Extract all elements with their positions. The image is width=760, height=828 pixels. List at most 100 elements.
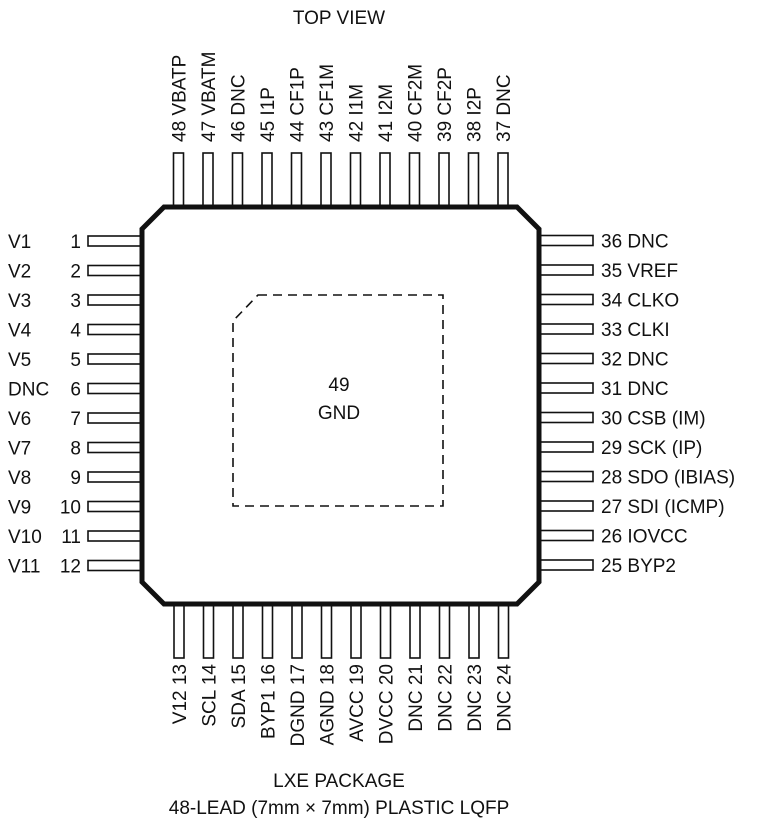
pin-39 xyxy=(438,152,450,208)
view-title: TOP VIEW xyxy=(293,8,385,29)
pin-11 xyxy=(87,530,143,542)
pin-9 xyxy=(87,471,143,483)
pin-30 xyxy=(538,411,594,424)
pin-13 xyxy=(173,603,185,659)
pin-name-12: V11 xyxy=(8,557,40,578)
pin-4 xyxy=(87,323,143,336)
pin-label-26: 26 IOVCC xyxy=(601,527,688,548)
pin-label-39: 39 CF2P xyxy=(435,67,456,142)
pin-29 xyxy=(538,441,594,453)
pin-number-4: 4 xyxy=(70,321,81,342)
pin-label-34: 34 CLKO xyxy=(601,291,679,312)
pin-47 xyxy=(202,152,214,208)
pin-label-16: BYP1 16 xyxy=(259,664,280,739)
pin-name-4: V4 xyxy=(8,321,32,342)
pin-number-2: 2 xyxy=(70,262,81,283)
pin-23 xyxy=(468,603,480,659)
pin-label-18: AGND 18 xyxy=(318,664,339,745)
pin-label-43: 43 CF1M xyxy=(317,64,338,142)
pin-label-46: 46 DNC xyxy=(229,74,250,142)
pin-label-14: SCL 14 xyxy=(200,664,221,727)
pin-25 xyxy=(538,559,594,571)
pin-label-44: 44 CF1P xyxy=(288,67,309,142)
pin-number-6: 6 xyxy=(70,380,81,401)
pin-label-13: V12 13 xyxy=(170,664,191,724)
pin-19 xyxy=(350,603,362,659)
exposed-pad-name: GND xyxy=(318,403,360,424)
pin-name-5: V5 xyxy=(8,350,31,371)
pin-label-41: 41 I2M xyxy=(376,84,397,142)
pin-12 xyxy=(87,559,143,572)
pin-3 xyxy=(87,294,143,306)
pin-number-12: 12 xyxy=(60,557,81,578)
pin-name-2: V2 xyxy=(8,262,31,283)
pin-label-28: 28 SDO (IBIAS) xyxy=(601,468,735,489)
pin-name-3: V3 xyxy=(8,291,31,312)
pin-44 xyxy=(290,152,303,208)
pin-33 xyxy=(538,323,594,335)
pins xyxy=(87,152,594,659)
pin-36 xyxy=(538,234,594,247)
pin-31 xyxy=(538,382,594,394)
pin-label-22: DNC 22 xyxy=(436,664,457,732)
pin-20 xyxy=(379,603,392,659)
pin-number-8: 8 xyxy=(70,439,81,460)
pin-46 xyxy=(231,152,244,208)
pin-34 xyxy=(538,293,594,306)
pin-label-21: DNC 21 xyxy=(406,664,427,732)
pin-number-7: 7 xyxy=(70,409,81,430)
pin-42 xyxy=(349,152,362,208)
pin-name-7: V6 xyxy=(8,409,31,430)
pin-name-8: V7 xyxy=(8,439,31,460)
pin-5 xyxy=(87,353,143,365)
pin-38 xyxy=(467,152,480,208)
pin-number-10: 10 xyxy=(60,498,81,519)
package-description: 48-LEAD (7mm × 7mm) PLASTIC LQFP xyxy=(169,798,510,819)
pin-15 xyxy=(232,603,244,659)
pin-1 xyxy=(87,235,143,247)
pin-label-17: DGND 17 xyxy=(288,664,309,746)
pin-17 xyxy=(291,603,303,659)
pin-label-31: 31 DNC xyxy=(601,379,669,400)
pin-2 xyxy=(87,264,143,277)
pin-8 xyxy=(87,441,143,454)
pin-label-30: 30 CSB (IM) xyxy=(601,409,706,430)
pin-24 xyxy=(497,603,510,659)
pin-number-5: 5 xyxy=(70,350,81,371)
pin-name-10: V9 xyxy=(8,498,31,519)
pin-label-33: 33 CLKI xyxy=(601,320,670,341)
package-name: LXE PACKAGE xyxy=(273,771,405,792)
pin-label-42: 42 I1M xyxy=(347,84,368,142)
pin-40 xyxy=(408,152,421,208)
pin-label-40: 40 CF2M xyxy=(406,64,427,142)
pin-label-24: DNC 24 xyxy=(495,664,516,732)
pin-48 xyxy=(172,152,185,208)
pin-label-20: DVCC 20 xyxy=(377,664,398,744)
pin-name-6: DNC xyxy=(8,380,49,401)
pin-35 xyxy=(538,264,594,276)
exposed-pad-outline xyxy=(232,294,444,507)
pin-label-27: 27 SDI (ICMP) xyxy=(601,497,725,518)
pin-6 xyxy=(87,382,143,395)
pin-label-36: 36 DNC xyxy=(601,232,669,253)
pin-27 xyxy=(538,500,594,512)
pin-41 xyxy=(379,152,391,208)
pin-label-29: 29 SCK (IP) xyxy=(601,438,702,459)
pin-label-32: 32 DNC xyxy=(601,350,669,371)
pin-label-37: 37 DNC xyxy=(494,74,515,142)
pin-label-47: 47 VBATM xyxy=(199,52,220,142)
pin-7 xyxy=(87,412,143,424)
pin-37 xyxy=(497,152,509,208)
pin-name-1: V1 xyxy=(8,232,31,253)
pin-10 xyxy=(87,500,143,513)
pin-number-3: 3 xyxy=(70,291,81,312)
pin-number-1: 1 xyxy=(70,232,81,253)
pin-26 xyxy=(538,529,594,542)
pin-28 xyxy=(538,470,594,483)
pin-label-23: DNC 23 xyxy=(465,664,486,732)
pin-name-9: V8 xyxy=(8,468,31,489)
pin-43 xyxy=(320,152,332,208)
pin-label-48: 48 VBATP xyxy=(170,55,191,142)
pin-name-11: V10 xyxy=(8,527,42,548)
